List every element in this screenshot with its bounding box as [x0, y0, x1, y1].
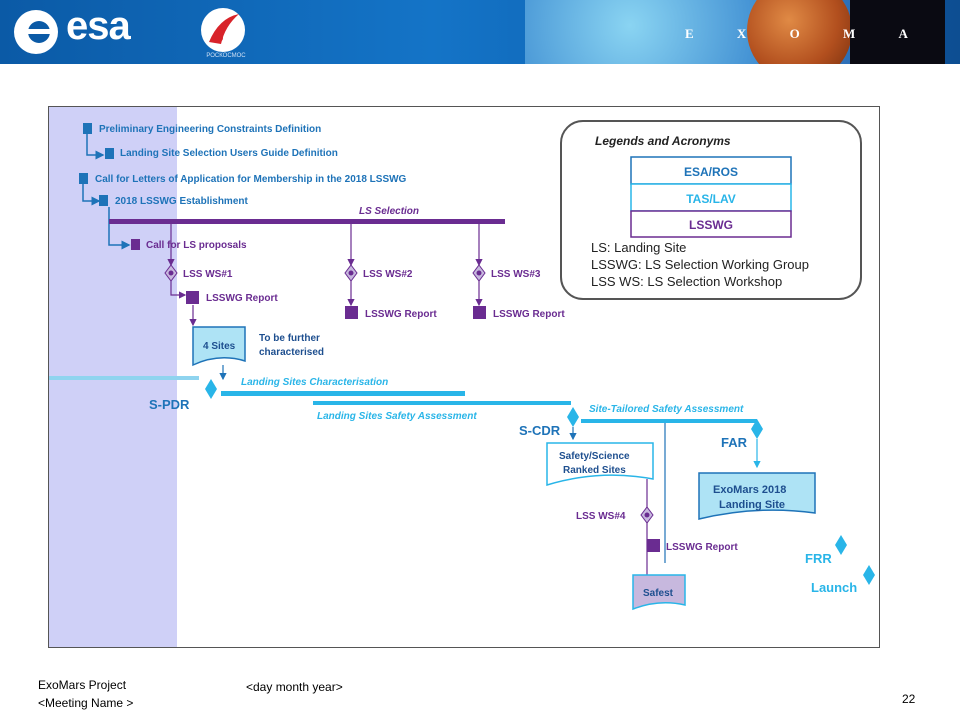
four-sites-document: [192, 326, 246, 367]
report-label: LSSWG Report: [493, 309, 565, 320]
spdr-milestone: [205, 379, 217, 399]
mission-letter: E: [685, 26, 714, 41]
characterisation-label: Landing Sites Characterisation: [241, 377, 388, 388]
roscosmos-logo-icon: [201, 8, 245, 52]
ls-selection-label: LS Selection: [359, 206, 419, 217]
report-label: LSSWG Report: [206, 293, 278, 304]
far-label: FAR: [721, 435, 748, 450]
workshop-label-1: LSS WS#1: [183, 269, 233, 280]
report-label: LSSWG Report: [666, 542, 738, 553]
ls-selection-diagram: Preliminary Engineering Constraints Defi…: [48, 106, 880, 648]
page-number: 22: [902, 692, 916, 706]
workshop-milestone: [164, 264, 178, 282]
footer-date: <day month year>: [246, 680, 343, 694]
legend-title: Legends and Acronyms: [595, 134, 731, 148]
task-call-ls-proposals: Call for LS proposals: [146, 240, 247, 251]
legend-row-lsswg: [630, 210, 792, 238]
mission-letter: X: [736, 26, 767, 41]
final-site-line2: Landing Site: [719, 499, 785, 511]
timeline-band: [49, 376, 199, 380]
far-milestone: [751, 419, 763, 439]
footer-project: ExoMars Project: [38, 678, 127, 692]
scdr-label: S-CDR: [519, 423, 561, 438]
tailored-assessment-bar: [581, 419, 757, 423]
safety-assessment-bar: [313, 401, 571, 405]
mission-letter: M: [842, 26, 876, 41]
esa-logo-icon: [14, 10, 58, 54]
task-users-guide: Landing Site Selection Users Guide Defin…: [120, 148, 338, 159]
report-marker: [473, 306, 486, 319]
banner-dark-panel: [850, 0, 945, 64]
footer-meeting: <Meeting Name >: [38, 696, 134, 710]
legend-acronym-1: LS: Landing Site: [591, 240, 686, 255]
task-marker: [79, 173, 88, 184]
report-marker: [186, 291, 199, 304]
task-preliminary: Preliminary Engineering Constraints Defi…: [99, 124, 321, 135]
task-marker: [83, 123, 92, 134]
ranked-sites-document: [546, 442, 654, 487]
workshop-label-3: LSS WS#3: [491, 269, 541, 280]
scdr-milestone: [567, 407, 579, 427]
safety-assessment-label: Landing Sites Safety Assessment: [317, 411, 477, 422]
four-sites-label: 4 Sites: [203, 341, 236, 352]
characterisation-bar: [221, 391, 465, 396]
legend-row-lsswg-label: LSSWG: [689, 218, 733, 232]
safest-label: Safest: [643, 588, 674, 599]
legend-row-tas: [630, 183, 792, 212]
partner-logo-caption: РОСКОСМОС: [206, 53, 246, 59]
launch-milestone: [863, 565, 875, 585]
final-site-line1: ExoMars 2018: [713, 484, 786, 496]
mission-letter: O: [789, 26, 820, 41]
legend-row-esa-label: ESA/ROS: [684, 165, 738, 179]
header-banner: esa РОСКОСМОС E X O M A R S: [0, 0, 960, 64]
exomars-banner: E X O M A R S: [525, 0, 945, 64]
task-lsswg-establishment: 2018 LSSWG Establishment: [115, 196, 248, 207]
report-marker: [345, 306, 358, 319]
frr-label: FRR: [805, 551, 832, 566]
mission-letter: A: [898, 26, 928, 41]
tailored-assessment-label: Site-Tailored Safety Assessment: [589, 404, 744, 415]
spdr-label: S-PDR: [149, 397, 190, 412]
ls-selection-bar: [109, 219, 505, 224]
report-marker: [647, 539, 660, 552]
report-label: LSSWG Report: [365, 309, 437, 320]
mission-name: E X O M A R S: [685, 26, 945, 42]
task-marker: [105, 148, 114, 159]
agency-logo-text: esa: [66, 4, 131, 48]
final-landing-site-document: [698, 472, 816, 520]
workshop-label-2: LSS WS#2: [363, 269, 413, 280]
workshop-milestone: [344, 264, 358, 282]
workshop-milestone: [640, 506, 654, 524]
launch-label: Launch: [811, 580, 857, 595]
task-marker: [131, 239, 140, 250]
further-note-line1: To be further: [259, 333, 320, 344]
frr-milestone: [835, 535, 847, 555]
safest-document: [632, 574, 686, 611]
workshop-connectors: [167, 224, 483, 327]
workshop-milestone: [472, 264, 486, 282]
legend-acronym-3: LSS WS: LS Selection Workshop: [591, 274, 782, 289]
ranked-sites-line1: Safety/Science: [559, 451, 630, 462]
further-note-line2: characterised: [259, 347, 324, 358]
legend-acronym-2: LSSWG: LS Selection Working Group: [591, 257, 809, 272]
task-marker: [99, 195, 108, 206]
mars-planet-icon: [747, 0, 852, 64]
ranked-sites-line2: Ranked Sites: [563, 465, 626, 476]
task-call-letters: Call for Letters of Application for Memb…: [95, 174, 407, 185]
legend-row-tas-label: TAS/LAV: [686, 192, 736, 206]
workshop-label-4: LSS WS#4: [576, 511, 626, 522]
